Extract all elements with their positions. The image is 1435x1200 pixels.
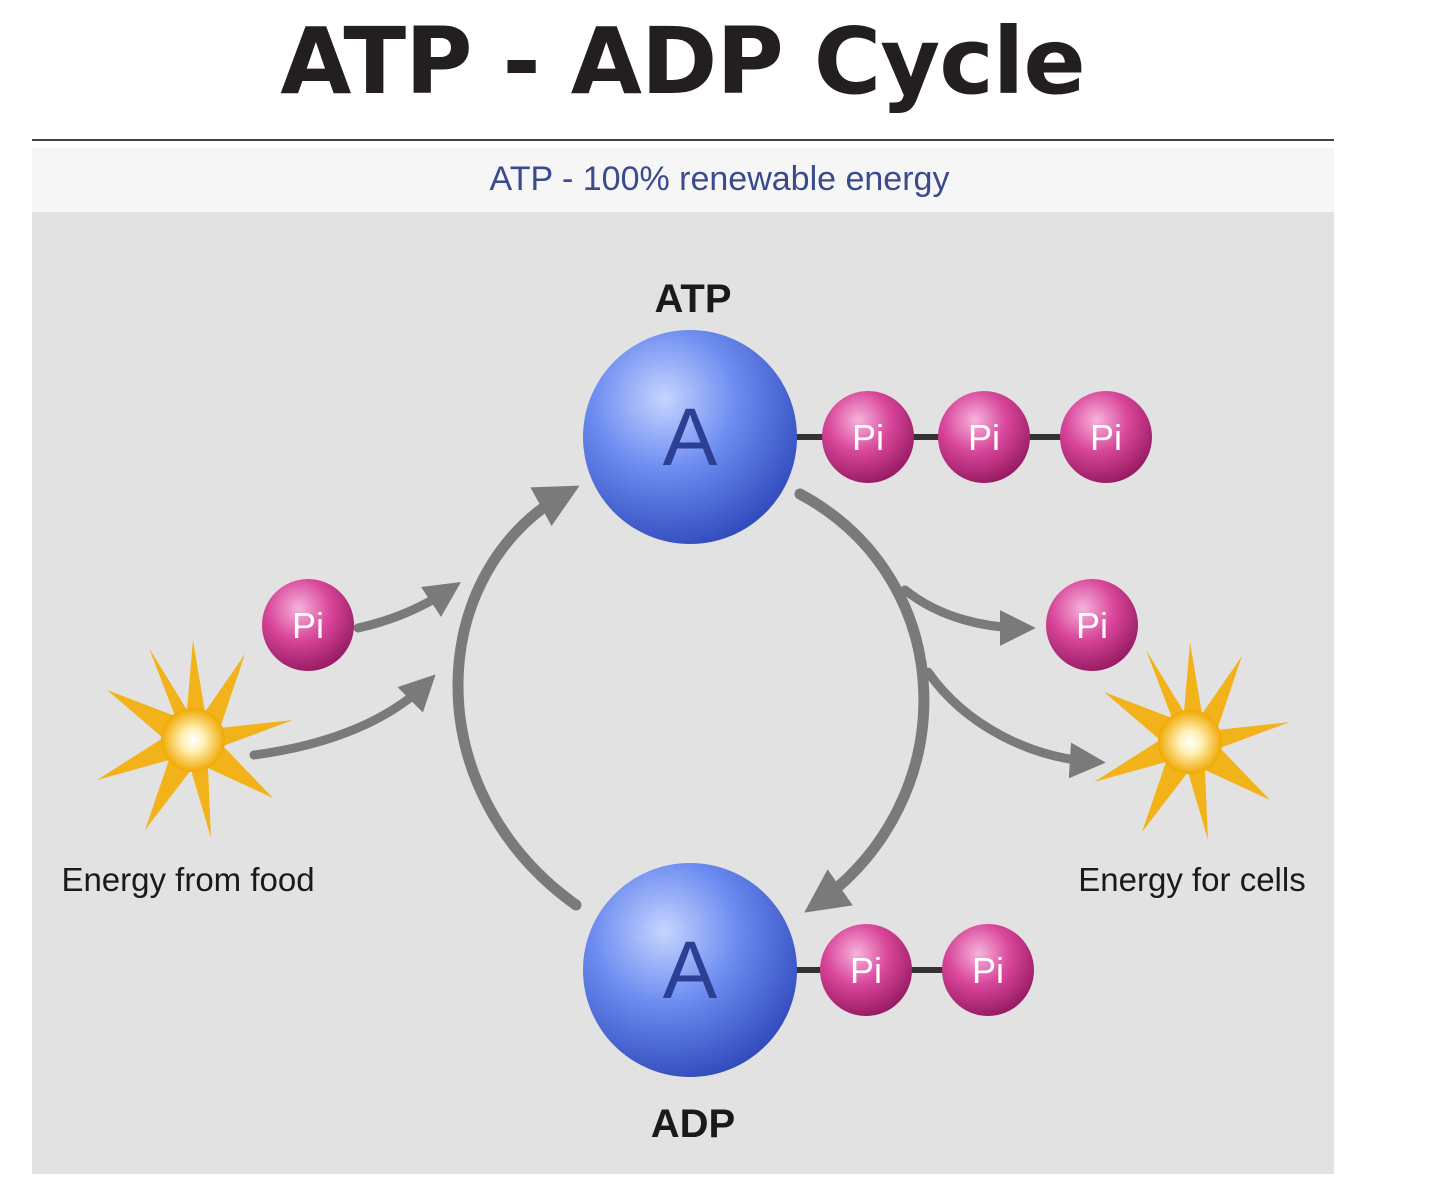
title-divider [32,139,1334,141]
atp-phosphate-1: Pi [822,391,914,483]
header-strip [32,148,1334,212]
adp-phosphate-2: Pi [942,924,1034,1016]
atp-adenosine-label: A [663,392,718,483]
adp-adenosine [583,863,797,1077]
adp-adenosine-label: A [663,925,718,1016]
energy-sun-icon-right [1094,642,1290,840]
output-arrow-phosphate [900,585,1036,646]
adp-label: ADP [651,1102,735,1146]
energy-from-food-label: Energy from food [61,861,314,898]
svg-text:Pi: Pi [1076,605,1108,646]
svg-text:Pi: Pi [292,605,324,646]
svg-text:Pi: Pi [852,417,884,458]
cycle-arrow-right [794,488,930,913]
input-arrow-energy [249,674,436,760]
adp-phosphate-1: Pi [820,924,912,1016]
input-phosphate: Pi [262,579,354,671]
atp-adenosine [583,330,797,544]
input-arrow-phosphate [353,582,461,633]
cycle-arrow-left [452,485,582,911]
atp-label: ATP [654,277,731,321]
energy-for-cells-label: Energy for cells [1078,861,1305,898]
atp-phosphate-2: Pi [938,391,1030,483]
energy-sun-icon-left [97,640,293,838]
atp-phosphate-3: Pi [1060,391,1152,483]
svg-text:Pi: Pi [972,950,1004,991]
svg-text:Pi: Pi [968,417,1000,458]
svg-text:Pi: Pi [850,950,882,991]
page-title: ATP - ADP Cycle [280,8,1085,115]
diagram-subtitle: ATP - 100% renewable energy [489,160,950,198]
atp-molecule: A Pi Pi Pi [583,330,1152,544]
output-phosphate: Pi [1046,579,1138,671]
svg-text:Pi: Pi [1090,417,1122,458]
output-arrow-energy [923,667,1106,779]
adp-molecule: A Pi Pi [583,863,1034,1077]
